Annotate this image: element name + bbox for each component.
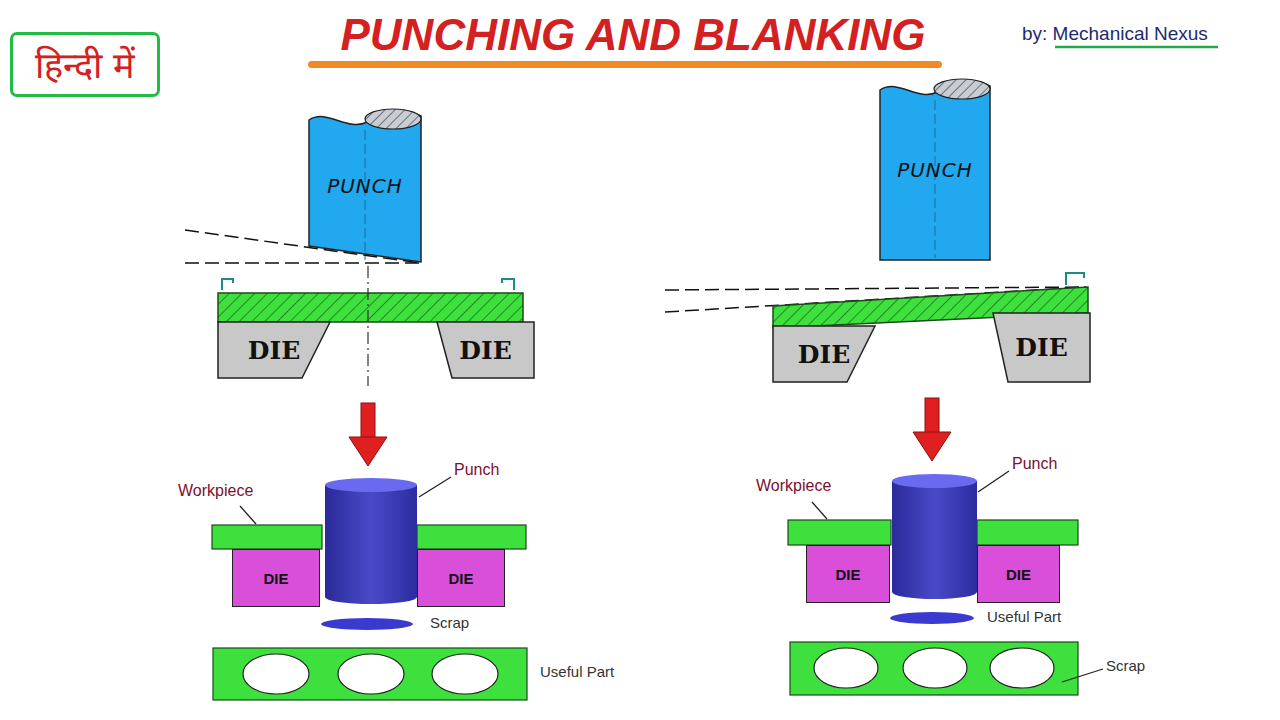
callout-label: Scrap <box>1106 657 1145 674</box>
sheet-metal <box>218 293 523 322</box>
callout-label: Useful Part <box>540 663 614 680</box>
scrap-strip <box>790 642 1078 695</box>
down-arrow <box>913 398 951 461</box>
workpiece <box>788 520 891 545</box>
part-name: PUNCH <box>897 158 973 182</box>
punch-shape: PUNCH <box>878 78 992 262</box>
callout-label: Workpiece <box>178 482 253 500</box>
workpiece <box>977 520 1078 545</box>
callout-label: Punch <box>454 461 499 479</box>
punch-shape: PUNCH <box>307 108 423 264</box>
clamp <box>502 279 514 290</box>
die-block: DIE <box>977 545 1060 603</box>
workpiece <box>417 525 526 549</box>
part-name: DIE <box>263 570 288 587</box>
workpiece <box>212 525 322 549</box>
leader-line <box>1062 669 1103 682</box>
credit-underline <box>1055 46 1218 49</box>
part-name: DIE <box>798 340 850 369</box>
die-block: DIE <box>232 549 320 607</box>
center-line <box>367 266 368 386</box>
shear-line <box>185 262 420 264</box>
part-name: PUNCH <box>327 174 403 198</box>
blank-disc <box>890 612 974 624</box>
title: PUNCHING AND BLANKING <box>340 10 925 60</box>
clamp <box>222 279 233 290</box>
leader-line <box>419 477 451 497</box>
punch-cylinder <box>892 481 977 599</box>
part-name: DIE <box>1006 566 1031 583</box>
badge-text: हिन्दी में <box>35 40 135 89</box>
punching-sketch <box>185 230 523 386</box>
leader-line <box>978 471 1009 492</box>
die-block: DIE <box>437 322 534 378</box>
blanking-3d <box>788 471 1103 695</box>
callout-label: Workpiece <box>756 477 831 495</box>
punch-top <box>892 474 977 488</box>
die-block: DIE <box>806 545 890 603</box>
title-underline <box>308 61 942 68</box>
punching-3d <box>212 477 527 700</box>
leader-line <box>240 506 256 524</box>
die-block: DIE <box>993 313 1090 382</box>
die-block: DIE <box>773 326 875 382</box>
down-arrow <box>349 403 387 466</box>
useful-strip <box>213 648 527 700</box>
part-name: DIE <box>1015 333 1067 362</box>
part-name: DIE <box>835 566 860 583</box>
shear-line <box>665 287 1086 290</box>
callout-label: Punch <box>1012 455 1057 473</box>
credit: by: Mechanical Nexus <box>1022 23 1208 45</box>
part-name: DIE <box>448 570 473 587</box>
part-name: DIE <box>459 336 511 365</box>
die-block: DIE <box>218 322 330 378</box>
part-name: DIE <box>248 336 300 365</box>
language-badge: हिन्दी में <box>10 32 160 97</box>
die-block: DIE <box>417 549 505 607</box>
callout-label: Useful Part <box>987 608 1061 625</box>
punch-cylinder <box>325 485 417 604</box>
clamp <box>1066 273 1084 285</box>
scrap-disc <box>321 618 413 630</box>
callout-label: Scrap <box>430 614 469 631</box>
punch-top <box>325 478 417 492</box>
leader-line <box>812 502 827 519</box>
